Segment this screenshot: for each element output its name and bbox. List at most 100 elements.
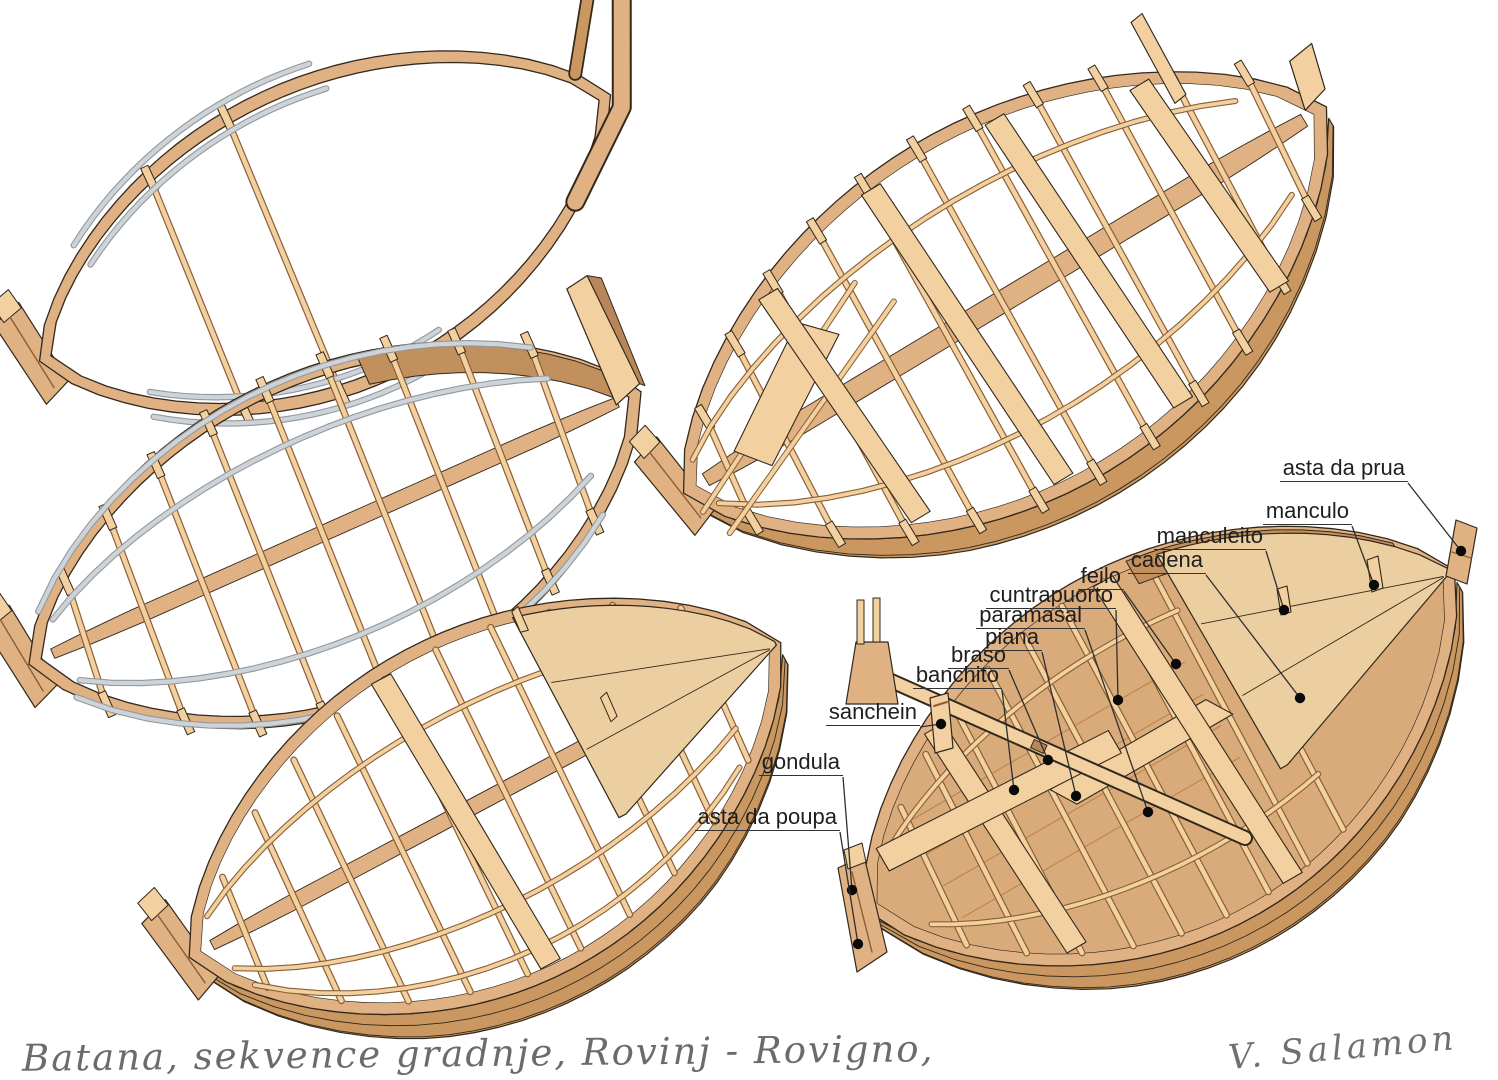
deck-plank-seam: [1242, 576, 1445, 696]
ribband-batten: [88, 86, 329, 267]
frame-rib: [1246, 78, 1310, 203]
plank-seam-line: [202, 663, 789, 1038]
boat-stage-5: [864, 525, 1465, 990]
frame-head: [965, 506, 988, 535]
label-dot-braso: [1042, 754, 1054, 766]
stern-post-head: [628, 424, 661, 460]
frame-head: [1086, 458, 1108, 486]
deck-plank-seam: [1201, 576, 1444, 625]
bow-stem-side: [586, 275, 646, 387]
frame-rib: [918, 154, 1095, 467]
stern-post-seam: [851, 871, 873, 953]
frame-rib: [227, 123, 340, 387]
stern-post-seam: [649, 451, 702, 519]
label-leader-braso: [1008, 669, 1049, 761]
frame-head: [1188, 379, 1210, 408]
boat-stage-1: [0, 0, 632, 427]
ribband-batten: [50, 376, 550, 622]
label-dot-banchito: [1008, 784, 1020, 796]
thwart-beam: [370, 673, 561, 970]
deck-plank-seam: [586, 649, 771, 750]
trestle-pin: [872, 597, 881, 643]
banchito-bench: [875, 730, 1122, 872]
label-dot-asta-da-prua: [1455, 545, 1467, 557]
thwart-beam: [984, 113, 1194, 409]
frame-head: [1233, 59, 1256, 88]
floor-plank-seam: [943, 725, 1222, 887]
frame-rib: [209, 429, 324, 709]
gunwale-strake: [38, 50, 612, 416]
plank-seam-line: [696, 125, 1334, 556]
frame-head: [824, 520, 847, 548]
plank-seam-line: [200, 658, 786, 1027]
boat-stage-3: [137, 597, 789, 1040]
stringer: [690, 99, 1238, 462]
frame-head: [1022, 80, 1044, 109]
label-dot-piana: [1070, 790, 1082, 802]
frame-rib: [157, 471, 257, 718]
annotation-layer: [839, 482, 1467, 950]
label-dot-manculo: [1368, 579, 1380, 591]
keel-plank: [50, 397, 620, 659]
plank-seam-line: [879, 591, 1464, 989]
stringer: [716, 192, 1294, 507]
label-leader-gondula: [842, 776, 853, 891]
frame-head: [1232, 328, 1254, 356]
bow-stem: [1289, 42, 1326, 111]
label-leader-paramasal: [1084, 629, 1149, 813]
frame-rib: [488, 625, 632, 917]
bow-plank: [567, 0, 630, 210]
ribband-batten: [77, 473, 593, 686]
frame-rib: [67, 588, 106, 699]
label-leader-piana: [1041, 651, 1077, 797]
stern-post-head: [0, 591, 13, 626]
frame-head: [1028, 486, 1050, 514]
label-leader-feilo: [1123, 590, 1177, 665]
thwart-beam: [860, 183, 1074, 486]
label-leader-cadena: [1205, 574, 1301, 699]
label-leader-manculo: [1351, 525, 1375, 586]
stern-post-seam: [9, 316, 55, 389]
bow-plank2: [570, 0, 612, 80]
frame-rib: [151, 184, 243, 405]
label-leader-banchito: [1001, 689, 1015, 791]
frame-rib: [334, 713, 473, 995]
braso-beam: [856, 662, 1251, 844]
frame-head: [898, 518, 920, 547]
frame-rib: [390, 354, 500, 624]
label-leader-cuntrapuorto: [1115, 609, 1119, 701]
deck-bitt-pin: [600, 691, 618, 723]
frame-head: [1087, 64, 1109, 92]
label-leader-manculeito: [1265, 550, 1285, 611]
trestle-pin: [856, 599, 865, 645]
frame-head: [962, 104, 984, 133]
ribband-batten: [36, 341, 533, 614]
frame-head: [805, 217, 828, 245]
label-dot-manculeito: [1278, 604, 1290, 616]
keel-plank: [701, 113, 1309, 487]
boat-stage-4: [628, 12, 1335, 559]
label-leader-asta-da-prua: [1407, 482, 1462, 552]
stern-post-head: [137, 886, 169, 922]
label-dot-paramasal: [1142, 806, 1154, 818]
thwart-beam: [1092, 575, 1303, 884]
gunwale-peg: [511, 605, 529, 633]
frame-rib: [975, 123, 1148, 432]
label-dot-feilo: [1170, 658, 1182, 670]
sanchein-notch: [933, 701, 948, 707]
plank-seam-line: [877, 586, 1461, 978]
deck-plank-seam: [551, 648, 770, 683]
label-leader-asta-da-poupa: [839, 831, 859, 945]
trestle-stand: [845, 641, 899, 705]
floor-plank-seam: [961, 757, 1241, 919]
thwart-beam: [758, 287, 931, 524]
frame-rib: [985, 667, 1136, 949]
frame-rib: [266, 395, 387, 690]
frame-head: [724, 330, 746, 358]
frame-head: [1139, 422, 1161, 451]
frame-head: [1300, 194, 1323, 223]
frame-head: [906, 135, 928, 163]
label-dot-asta-da-poupa: [852, 938, 864, 950]
